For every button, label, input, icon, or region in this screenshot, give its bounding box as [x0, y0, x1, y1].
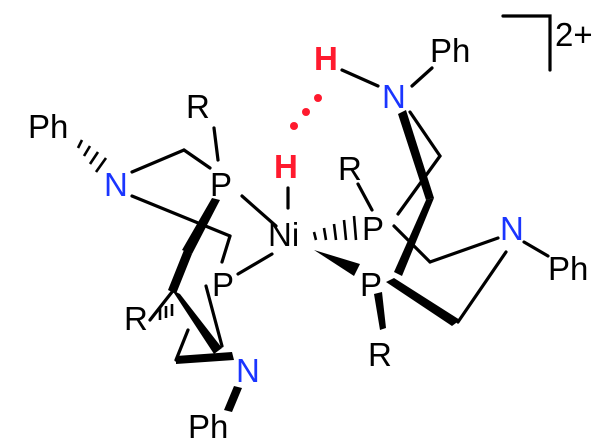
- bond-p-ll-ni: [236, 252, 274, 276]
- label-r-top-right: R: [338, 150, 362, 187]
- label-p-upper-left: P: [210, 166, 232, 203]
- wedge-n-bottom-ph: [224, 386, 242, 412]
- label-r-bottom: R: [368, 336, 392, 373]
- label-h-on-n: H: [314, 40, 338, 77]
- bond-c1-p-ul: [182, 148, 212, 170]
- hashed-bond-ni-p-ur: [312, 215, 358, 241]
- wedge-c-down: [168, 250, 192, 294]
- label-p-lower-left: P: [212, 266, 234, 303]
- label-p-upper-right: P: [362, 210, 384, 247]
- wedge-c2-down: [394, 198, 434, 276]
- label-n-bottom: N: [236, 352, 260, 389]
- hbond-dot-2: [302, 108, 310, 116]
- wedge-chain-5: [176, 352, 234, 364]
- bond-n-top-c1: [408, 110, 442, 158]
- bond-chain-3: [204, 284, 224, 348]
- label-n-top: N: [382, 78, 406, 115]
- bond-n-left-c2: [130, 194, 232, 238]
- label-p-lower-right: P: [360, 266, 382, 303]
- wedge-p-ul-down: [182, 198, 220, 254]
- bond-chain-4: [174, 328, 190, 362]
- label-h-on-ni: H: [274, 148, 298, 185]
- bond-c1-p-ur: [396, 154, 442, 216]
- hashed-bond-ph-n-left: [76, 139, 108, 173]
- label-r-top-left: R: [186, 88, 210, 125]
- wedge-chain-2: [172, 290, 222, 354]
- label-ph-left: Ph: [28, 108, 68, 145]
- bond-p-ur-c: [392, 224, 432, 264]
- bond-p-ul-r: [212, 126, 220, 162]
- bond-n-right-ph: [522, 240, 550, 258]
- bond-p-ul-ni: [240, 194, 278, 228]
- charge-bracket: [501, 14, 552, 72]
- label-n-left: N: [104, 166, 128, 203]
- bond-c-n-right: [428, 236, 500, 264]
- label-ni: Ni: [268, 216, 299, 253]
- label-n-right: N: [500, 210, 524, 247]
- label-r-left: R: [124, 300, 148, 337]
- bond-r-top-right-p: [356, 182, 374, 212]
- charge-label: 2+: [555, 16, 593, 53]
- label-ph-bottom: Ph: [188, 408, 228, 440]
- bond-h-n-top: [340, 68, 380, 88]
- hashed-bond-r-left: [158, 304, 174, 320]
- wedge-p-lr-c: [386, 278, 460, 326]
- bond-n-right-c: [456, 250, 508, 324]
- label-ph-right: Ph: [548, 250, 588, 287]
- hbond-dot-3: [290, 122, 298, 130]
- label-ph-top: Ph: [430, 32, 470, 69]
- bond-chain-1: [148, 290, 174, 322]
- wedge-p-lr-r: [374, 292, 386, 330]
- hbond-dot-1: [314, 94, 322, 102]
- bond-n-left-c1: [130, 148, 186, 174]
- bond-n-top-ph: [410, 66, 434, 88]
- bond-c-pll: [220, 234, 232, 264]
- wedge-ni-p-lr: [314, 250, 360, 276]
